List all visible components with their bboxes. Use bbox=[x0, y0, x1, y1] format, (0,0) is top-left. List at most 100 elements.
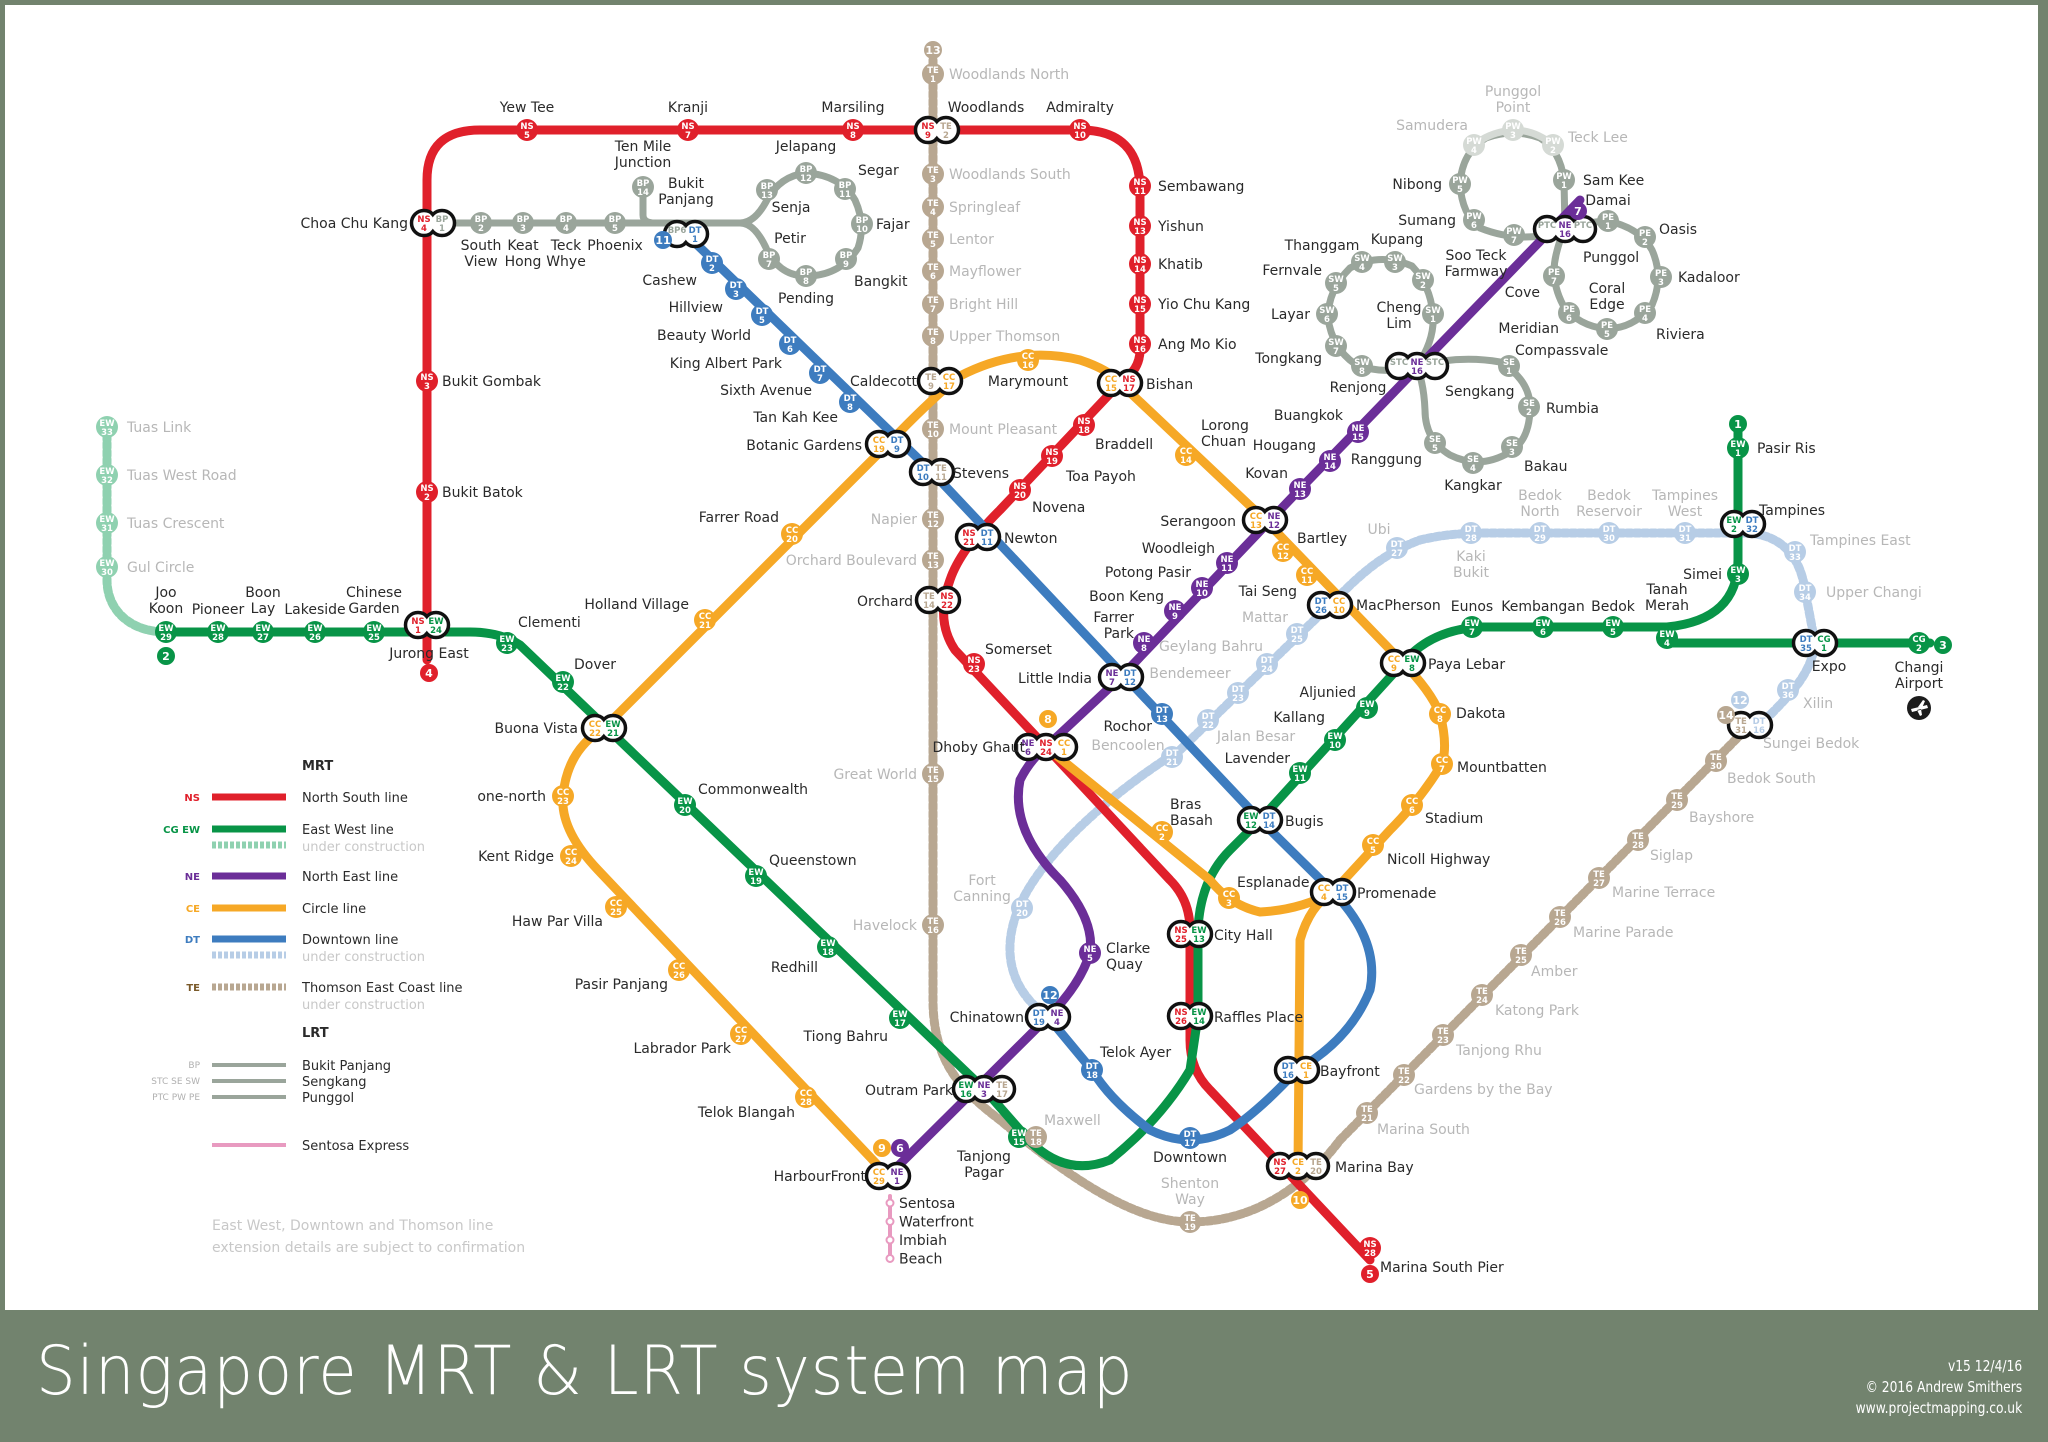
station-farmway[interactable]: SW2 bbox=[1412, 269, 1434, 291]
